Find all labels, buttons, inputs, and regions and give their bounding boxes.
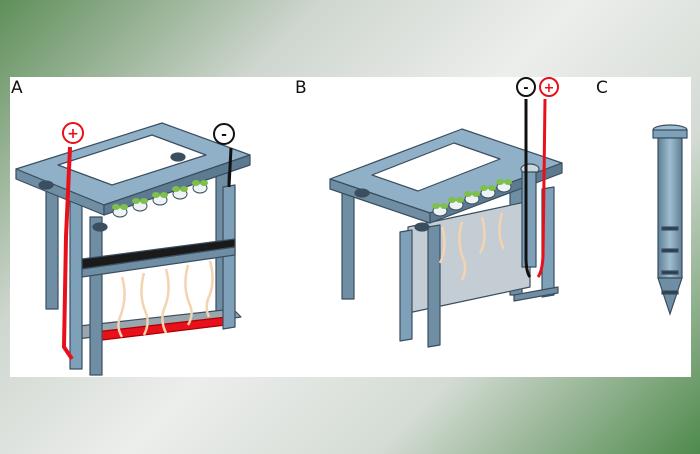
negative-electrode-label-a	[213, 123, 235, 145]
electrode-pin-c	[652, 124, 688, 316]
negative-electrode-label-b	[516, 77, 536, 97]
positive-wire-a	[61, 146, 74, 361]
negative-wire-b	[524, 99, 532, 278]
rail-a	[81, 246, 236, 278]
apparatus-a	[15, 122, 251, 376]
positive-electrode-label-b	[539, 77, 559, 97]
leg-back-left-a	[45, 188, 59, 310]
positive-symbol-b: +	[544, 81, 555, 96]
frame-window-b	[371, 142, 501, 192]
hole-a3	[170, 152, 186, 162]
negative-symbol-b: -	[523, 81, 528, 96]
negative-symbol-a: -	[221, 127, 227, 143]
electrode-pin-b	[521, 171, 537, 268]
leg-front-right-a	[222, 184, 236, 330]
panel-label-b: B	[295, 78, 307, 98]
roots-b	[438, 212, 506, 281]
roots-a	[117, 260, 214, 338]
figure-svg: + -	[15, 77, 688, 376]
frame-window-a	[57, 134, 207, 186]
negative-wire-a	[227, 147, 233, 188]
figure-panel: A B C	[10, 77, 691, 377]
hole-a1	[38, 180, 54, 190]
positive-symbol-a: +	[67, 126, 79, 142]
positive-electrode-label-a	[62, 122, 84, 144]
seedlings-a	[112, 180, 208, 218]
leg-front-left2-a	[89, 216, 103, 376]
seedlings-b	[432, 179, 512, 217]
panel-label-c: C	[596, 78, 608, 98]
positive-wire-b	[536, 98, 547, 278]
leg-back-left-b	[341, 188, 355, 300]
hole-a2	[92, 222, 108, 232]
leg-front-left-a	[69, 196, 83, 370]
panel-label-a: A	[11, 78, 23, 98]
